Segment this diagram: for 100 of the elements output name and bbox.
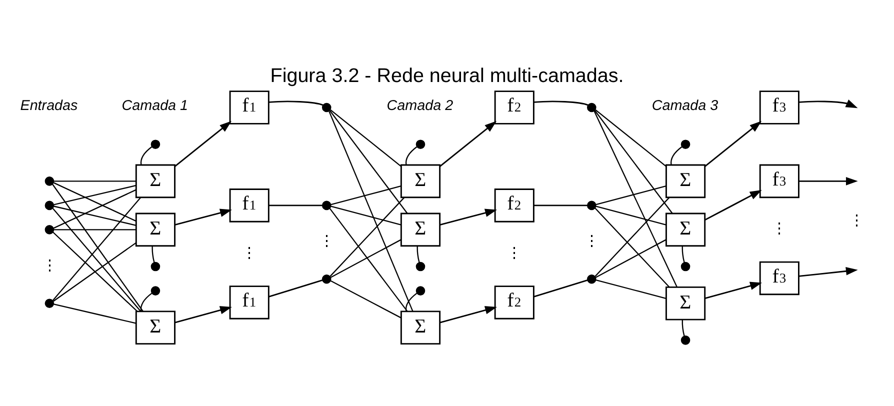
connector	[534, 278, 588, 297]
connector	[670, 146, 682, 164]
label: Entradas	[20, 98, 78, 114]
connector	[330, 185, 402, 205]
node-box: f2	[494, 285, 534, 319]
node-box: Σ	[666, 286, 706, 320]
node-circle	[680, 261, 690, 271]
arrow	[798, 176, 858, 185]
connector	[53, 182, 136, 222]
node-box: f3	[759, 164, 800, 198]
connector	[595, 109, 666, 166]
node-circle	[416, 286, 426, 295]
connector	[682, 246, 685, 262]
node-box: Σ	[135, 164, 176, 198]
label: ⋮	[507, 244, 522, 261]
connector	[54, 205, 136, 226]
connector	[329, 110, 408, 214]
connector	[328, 110, 414, 311]
node-circle	[416, 261, 426, 271]
arrow	[174, 120, 232, 166]
connector	[594, 196, 670, 276]
connector	[53, 188, 136, 228]
node-box: f2	[494, 90, 534, 124]
node-circle	[680, 335, 690, 344]
connector	[268, 100, 324, 106]
node-box: f1	[229, 188, 270, 222]
node-circle	[150, 286, 160, 295]
node-box: f1	[229, 90, 270, 124]
connector	[405, 146, 418, 164]
node-circle	[587, 274, 596, 284]
arrow	[440, 306, 497, 323]
connector	[268, 204, 322, 206]
node-circle	[587, 200, 596, 210]
node-circle	[44, 224, 54, 234]
connector	[140, 292, 152, 311]
node-circle	[587, 102, 596, 112]
arrow	[174, 208, 232, 225]
arrow	[798, 266, 858, 276]
connector	[54, 228, 136, 230]
node-circle	[322, 102, 332, 112]
arrow	[704, 281, 762, 298]
label: ⋮	[319, 233, 334, 250]
arrow	[798, 99, 858, 108]
label: ⋮	[584, 233, 598, 250]
connector	[52, 183, 144, 312]
label: ⋮	[242, 244, 256, 261]
arrow	[704, 189, 762, 220]
connector	[268, 278, 323, 297]
connector	[329, 208, 408, 312]
connector	[152, 246, 155, 262]
connector	[534, 100, 588, 106]
connector	[405, 292, 418, 311]
connector	[330, 196, 405, 276]
connector	[52, 196, 142, 300]
connector	[682, 319, 685, 336]
connector	[140, 146, 152, 164]
connector	[52, 208, 142, 312]
connector	[595, 238, 666, 278]
connector	[594, 110, 678, 287]
node-circle	[44, 176, 54, 186]
connector	[330, 109, 402, 166]
connector	[54, 303, 136, 324]
node-box: Σ	[135, 212, 176, 246]
node-box: Σ	[400, 310, 441, 344]
label: ⋮	[772, 220, 786, 237]
node-circle	[680, 139, 690, 148]
arrow	[704, 120, 762, 166]
arrow	[174, 306, 232, 323]
label: ⋮	[849, 212, 864, 229]
connector	[596, 185, 666, 205]
label: Camada 2	[386, 98, 454, 114]
node-box: Σ	[400, 212, 441, 246]
node-circle	[150, 139, 160, 148]
node-circle	[322, 274, 332, 284]
connector	[330, 280, 402, 318]
arrow	[440, 208, 497, 225]
connector	[596, 205, 666, 225]
connector	[54, 180, 136, 182]
node-circle	[322, 200, 332, 210]
label: ⋮	[42, 257, 56, 274]
diagram-title: Figura 3.2 - Rede neural multi-camadas.	[270, 64, 624, 86]
node-circle	[44, 298, 54, 308]
node-box: f1	[229, 285, 270, 319]
connector	[330, 238, 402, 278]
connector	[596, 278, 666, 299]
arrow	[440, 120, 497, 166]
node-circle	[150, 261, 160, 271]
connector	[53, 242, 136, 302]
node-box: Σ	[135, 310, 176, 344]
node-box: Σ	[666, 164, 706, 198]
node-circle	[44, 200, 54, 210]
label: Camada 1	[122, 98, 188, 114]
label: Camada 3	[652, 98, 718, 114]
node-box: f3	[759, 90, 800, 124]
node-box: f2	[494, 188, 534, 222]
node-circle	[416, 139, 426, 148]
node-box: Σ	[400, 164, 441, 198]
node-box: Σ	[666, 212, 706, 246]
connector	[416, 246, 420, 262]
node-box: f3	[759, 260, 800, 295]
